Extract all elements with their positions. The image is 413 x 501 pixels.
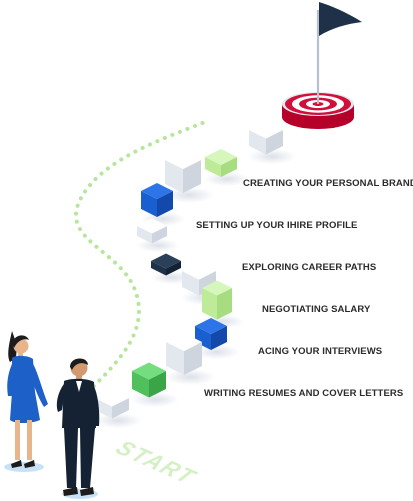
block-start-white-left-face [95, 398, 112, 419]
block-paths-white-left-face [182, 271, 199, 296]
block-paths-navy-top-face [151, 253, 181, 269]
block-profile-white [137, 218, 179, 253]
dotted-path [74, 120, 207, 394]
block-profile-white-right-face [152, 226, 167, 244]
block-start-white-shadow [94, 412, 142, 429]
block-paths-navy-left-face [151, 261, 166, 276]
block-interviews-white-shadow [164, 368, 216, 386]
block-interviews-white-left-face [166, 342, 184, 375]
step-label-personal-brand: CREATING YOUR PERSONAL BRAND [243, 178, 413, 189]
block-top-right-right-face [266, 130, 283, 155]
block-interviews-blue-top-face [195, 318, 227, 334]
block-profile-blue-left-face [141, 191, 157, 217]
block-top-right-top-face [249, 121, 283, 139]
woman-figure-icon [4, 331, 48, 472]
block-salary-green-top-face [202, 280, 232, 296]
block-brand-tall-right-face [183, 160, 201, 193]
block-top-right-shadow [248, 148, 296, 165]
block-resumes-green [131, 362, 179, 408]
block-start-white [94, 389, 142, 429]
block-interviews-white-top-face [166, 333, 202, 351]
block-resumes-green-shadow [131, 391, 179, 408]
step-blocks [94, 121, 296, 429]
block-interviews-white [164, 333, 216, 386]
block-start-white-top-face [95, 389, 129, 407]
man-figure-icon [56, 358, 100, 499]
block-paths-white-top-face [182, 262, 216, 280]
block-paths-navy-right-face [166, 261, 181, 276]
block-top-right [248, 121, 296, 165]
block-profile-blue-right-face [157, 191, 173, 217]
block-profile-blue-top-face [141, 183, 173, 199]
step-label-ihire-profile: SETTING UP YOUR IHIRE PROFILE [196, 220, 358, 231]
block-brand-tall [163, 151, 215, 204]
block-salary-green-right-face [217, 288, 232, 320]
block-profile-white-left-face [137, 226, 152, 244]
block-brand-tall-top-face [165, 151, 201, 169]
block-brand-green-left-face [205, 157, 221, 177]
block-brand-tall-shadow [163, 186, 215, 204]
block-brand-tall-left-face [165, 160, 183, 193]
block-interviews-blue-shadow [194, 344, 240, 360]
block-profile-blue [140, 183, 186, 227]
block-profile-white-top-face [137, 218, 167, 234]
block-start-white-right-face [112, 398, 129, 419]
step-label-writing-resumes: WRITING RESUMES AND COVER LETTERS [204, 388, 404, 399]
step-label-negotiating-salary: NEGOTIATING SALARY [262, 304, 371, 315]
block-resumes-green-top-face [132, 362, 166, 380]
block-brand-green-top-face [205, 149, 237, 165]
block-brand-green [204, 149, 250, 187]
block-brand-green-shadow [204, 171, 250, 187]
block-profile-white-shadow [137, 238, 179, 253]
block-resumes-green-right-face [149, 371, 166, 398]
step-label-acing-interviews: ACING YOUR INTERVIEWS [258, 346, 383, 357]
block-brand-green-right-face [221, 157, 237, 177]
block-interviews-white-right-face [184, 342, 202, 375]
block-top-right-left-face [249, 130, 266, 155]
step-label-exploring-career-paths: EXPLORING CAREER PATHS [242, 262, 377, 273]
flag-icon [316, 2, 362, 104]
block-salary-green-left-face [202, 288, 217, 320]
block-resumes-green-left-face [132, 371, 149, 398]
